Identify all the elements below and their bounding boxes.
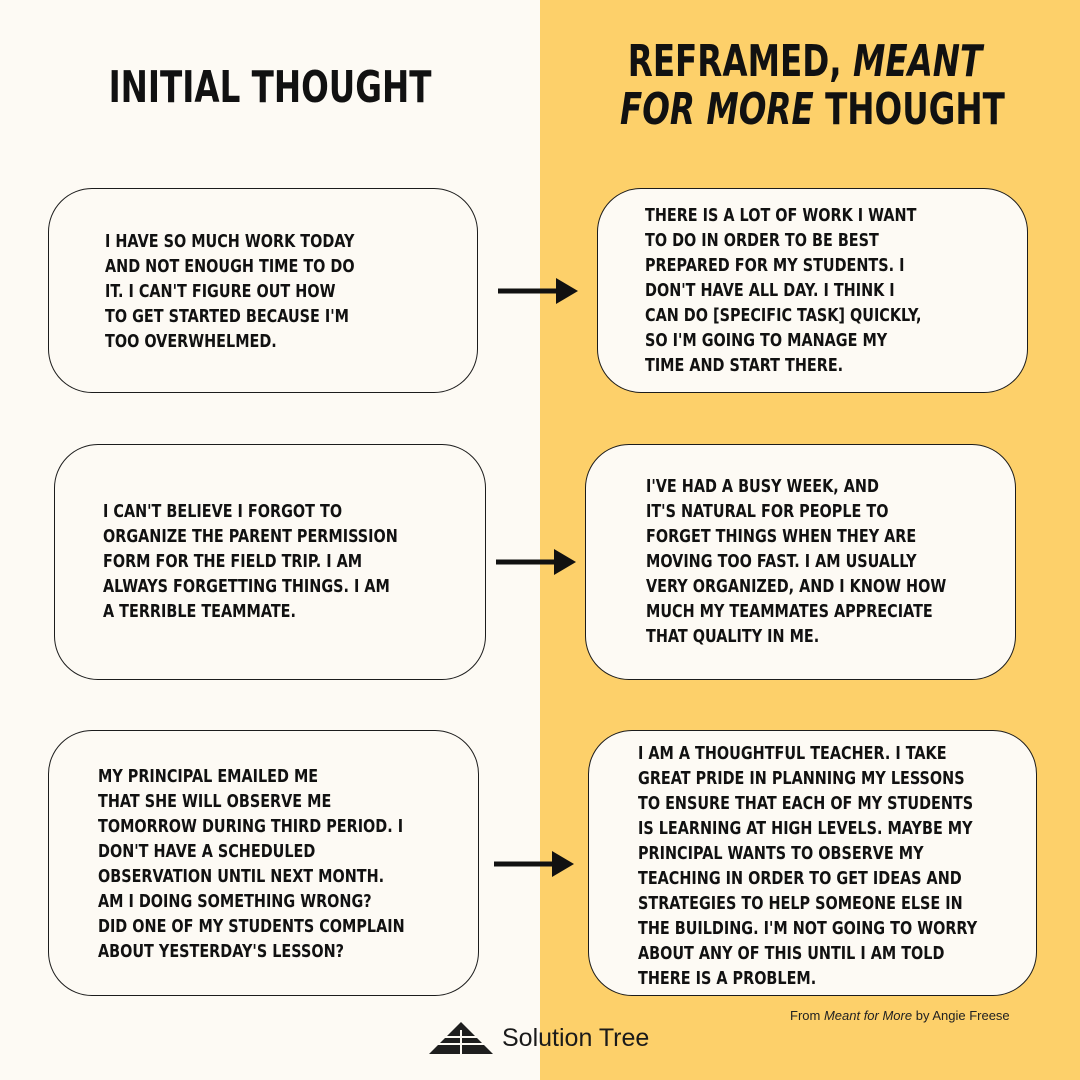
reframed-thought-card: There is a lot of work I want to do in o… xyxy=(597,188,1028,393)
reframed-thought-text: There is a lot of work I want to do in o… xyxy=(645,205,922,376)
solution-tree-logo: Solution Tree xyxy=(428,1018,649,1058)
initial-thought-heading: Initial Thought xyxy=(108,62,432,113)
reframed-thought-card: I am a thoughtful teacher. I take great … xyxy=(588,730,1037,996)
solution-tree-logo-text: Solution Tree xyxy=(502,1023,650,1052)
credit-book-title: Meant for More xyxy=(823,1008,913,1023)
credit-author: by Angie Freese xyxy=(912,1008,1010,1023)
reframed-thought-text: I am a thoughtful teacher. I take great … xyxy=(638,743,978,989)
reframed-thought-text: I've had a busy week, and it's natural f… xyxy=(646,476,947,647)
initial-thought-text: I can't believe I forgot to organize the… xyxy=(103,501,398,622)
arrow-right-icon xyxy=(496,549,576,575)
arrow-right-icon xyxy=(498,278,578,304)
initial-thought-text: I have so much work today and not enough… xyxy=(105,231,355,352)
reframed-heading-italic-part: Meant xyxy=(852,36,983,87)
initial-thought-card: I can't believe I forgot to organize the… xyxy=(54,444,486,680)
arrow-right-icon xyxy=(494,851,574,877)
initial-thought-card: I have so much work today and not enough… xyxy=(48,188,478,393)
reframed-thought-card: I've had a busy week, and it's natural f… xyxy=(585,444,1016,680)
reframed-heading-part: Reframed, xyxy=(627,36,853,87)
initial-thought-text: My principal emailed me that she will ob… xyxy=(98,766,405,962)
initial-thought-card: My principal emailed me that she will ob… xyxy=(48,730,479,996)
solution-tree-logo-icon xyxy=(429,1022,493,1054)
reframed-heading-part: Thought xyxy=(813,84,1005,135)
source-credit: From Meant for More by Angie Freese xyxy=(790,1008,1010,1023)
reframed-thought-heading: Reframed, Meant for More Thought xyxy=(620,36,1005,135)
credit-prefix: From xyxy=(790,1008,824,1023)
reframed-heading-italic-part: for More xyxy=(620,84,814,135)
